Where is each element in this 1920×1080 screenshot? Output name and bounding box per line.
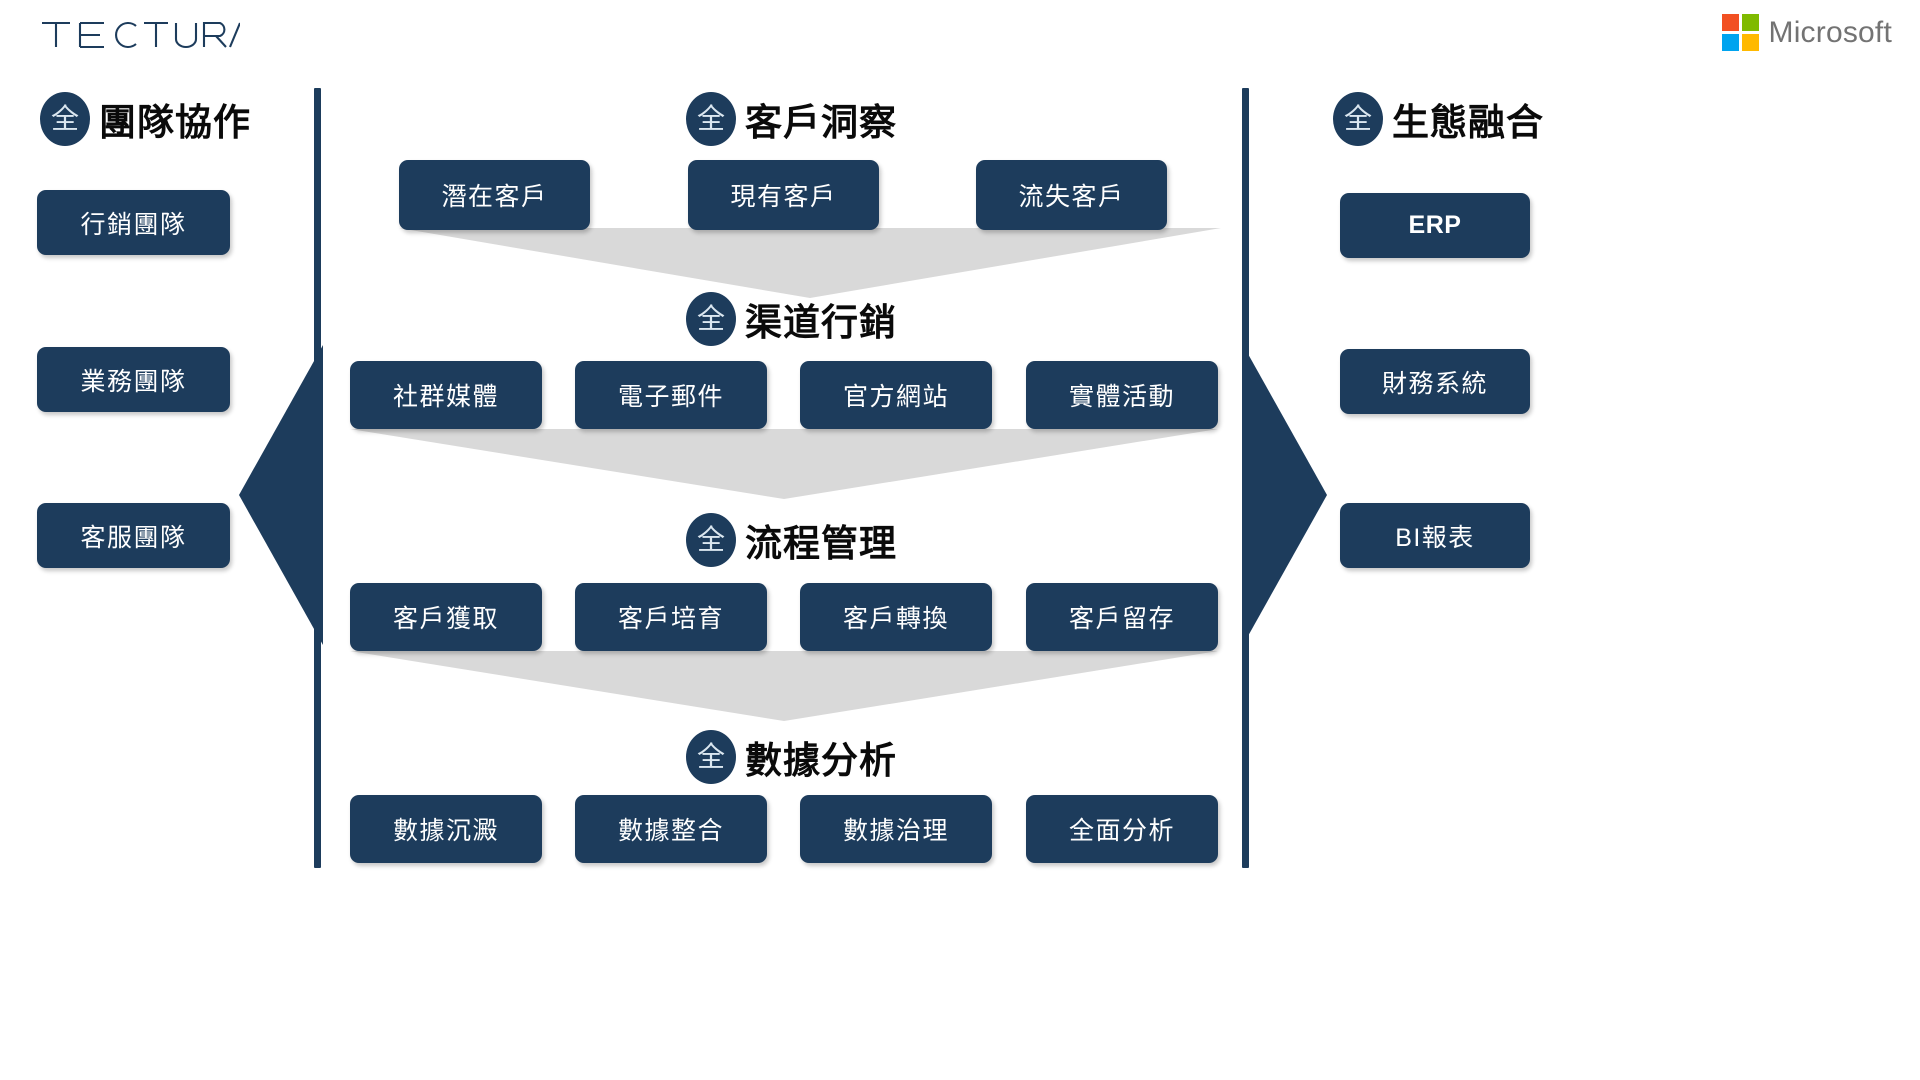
quan-badge-icon: 全 (686, 92, 736, 146)
section-title-data-analysis: 數據分析 (745, 740, 897, 781)
ms-square-blue (1721, 34, 1739, 51)
card-offline-event[interactable]: 實體活動 (1026, 361, 1218, 429)
card-data-governance[interactable]: 數據治理 (800, 795, 992, 863)
card-potential-customer[interactable]: 潛在客戶 (399, 160, 590, 230)
card-finance-system[interactable]: 財務系統 (1340, 349, 1530, 414)
section-head-ecosystem: 全 生態融合 (1333, 92, 1544, 146)
card-customer-conversion[interactable]: 客戶轉換 (800, 583, 992, 651)
left-inward-arrow (239, 345, 323, 645)
connector-chevron-3 (350, 651, 1218, 721)
card-customer-nurturing[interactable]: 客戶培育 (575, 583, 767, 651)
microsoft-wordmark: Microsoft (1768, 15, 1892, 49)
card-full-analysis[interactable]: 全面分析 (1026, 795, 1218, 863)
card-existing-customer[interactable]: 現有客戶 (688, 160, 879, 230)
card-sales-team[interactable]: 業務團隊 (37, 347, 230, 412)
microsoft-squares-icon (1721, 14, 1759, 51)
ms-square-yellow (1741, 34, 1759, 51)
card-service-team[interactable]: 客服團隊 (37, 503, 230, 568)
section-head-process-management: 全 流程管理 (686, 513, 897, 567)
section-title-ecosystem: 生態融合 (1392, 102, 1544, 143)
ms-square-green (1741, 14, 1759, 31)
section-title-team: 團隊協作 (99, 102, 251, 143)
section-title-customer-insight: 客戶洞察 (745, 102, 897, 143)
card-official-site[interactable]: 官方網站 (800, 361, 992, 429)
card-bi-report[interactable]: BI報表 (1340, 503, 1530, 568)
card-erp[interactable]: ERP (1340, 193, 1530, 258)
card-churned-customer[interactable]: 流失客戶 (976, 160, 1167, 230)
connector-chevron-2 (350, 429, 1218, 499)
card-data-integration[interactable]: 數據整合 (575, 795, 767, 863)
ms-square-red (1721, 14, 1739, 31)
card-customer-acquisition[interactable]: 客戶獲取 (350, 583, 542, 651)
quan-badge-icon: 全 (40, 92, 90, 146)
section-head-customer-insight: 全 客戶洞察 (686, 92, 897, 146)
right-outward-arrow (1243, 345, 1327, 645)
connector-chevron-1 (399, 228, 1221, 298)
card-marketing-team[interactable]: 行銷團隊 (37, 190, 230, 255)
section-head-channel-marketing: 全 渠道行銷 (686, 292, 897, 346)
section-title-channel-marketing: 渠道行銷 (745, 302, 897, 343)
section-title-process-management: 流程管理 (745, 523, 897, 564)
card-email[interactable]: 電子郵件 (575, 361, 767, 429)
section-head-team: 全 團隊協作 (40, 92, 251, 146)
card-social-media[interactable]: 社群媒體 (350, 361, 542, 429)
card-data-accumulation[interactable]: 數據沉澱 (350, 795, 542, 863)
quan-badge-icon: 全 (686, 730, 736, 784)
microsoft-logo: Microsoft (1721, 14, 1893, 51)
card-customer-retention[interactable]: 客戶留存 (1026, 583, 1218, 651)
quan-badge-icon: 全 (1333, 92, 1383, 146)
quan-badge-icon: 全 (686, 292, 736, 346)
section-head-data-analysis: 全 數據分析 (686, 730, 897, 784)
quan-badge-icon: 全 (686, 513, 736, 567)
tectura-logo (40, 18, 241, 58)
